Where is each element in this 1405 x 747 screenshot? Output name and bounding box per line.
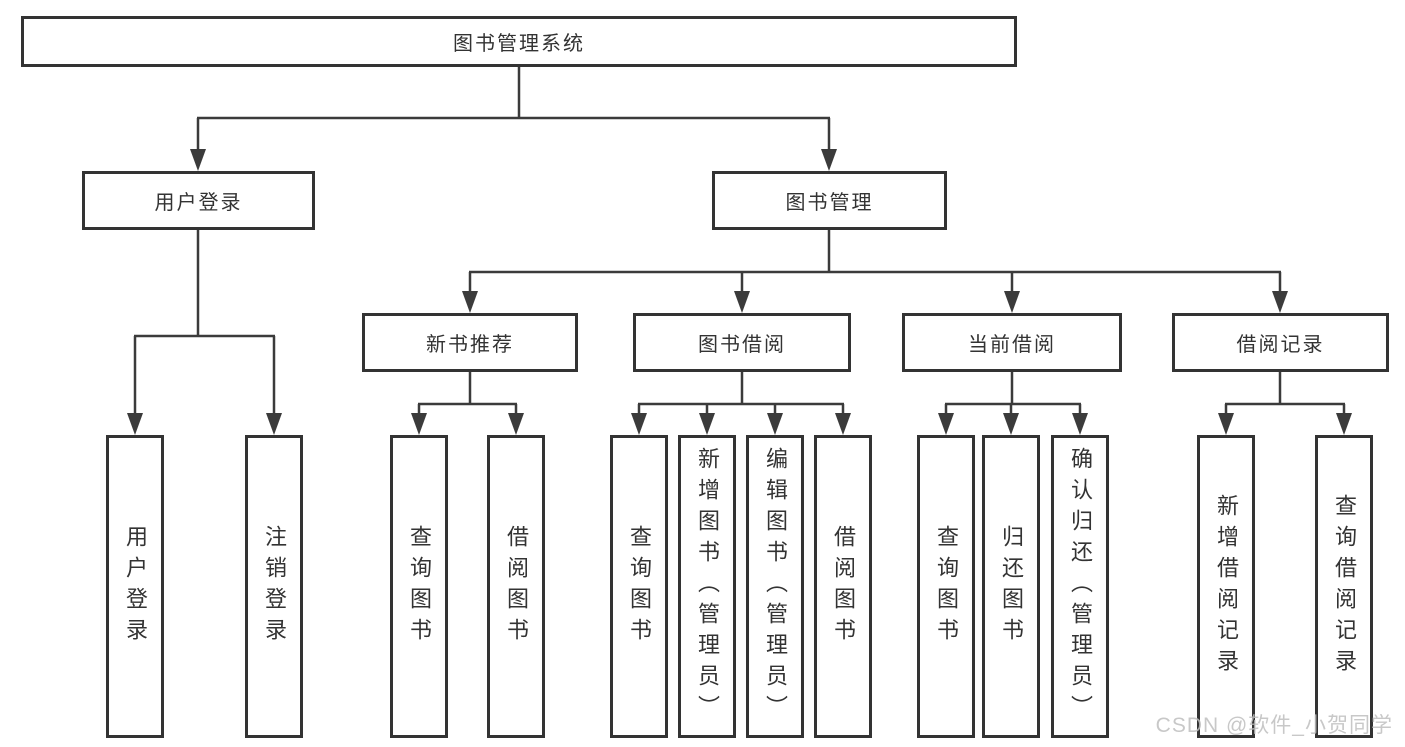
leaf-query-borrow-record: 查询借阅记录 <box>1315 435 1373 738</box>
leaf-label: 编辑图书（管理员） <box>763 447 788 726</box>
leaf-query-books-3: 查询图书 <box>917 435 975 738</box>
leaf-borrow-books-1: 借阅图书 <box>487 435 545 738</box>
leaf-user-login: 用户登录 <box>106 435 164 738</box>
arrowhead <box>1272 291 1288 313</box>
arrowhead <box>508 413 524 435</box>
arrowhead <box>1072 413 1088 435</box>
node-borrow-record: 借阅记录 <box>1172 313 1389 372</box>
node-book-borrow: 图书借阅 <box>633 313 851 372</box>
connector-user-login-branch <box>133 230 276 417</box>
arrowhead <box>1004 291 1020 313</box>
arrowhead <box>821 149 837 171</box>
connector-book-borrow-branch <box>637 372 845 417</box>
arrowhead <box>190 149 206 171</box>
leaf-label: 借阅图书 <box>504 524 529 649</box>
node-new-book-recommend: 新书推荐 <box>362 313 578 372</box>
arrowhead <box>938 413 954 435</box>
leaf-label: 用户登录 <box>123 524 148 649</box>
arrowhead <box>411 413 427 435</box>
arrowhead <box>127 413 143 435</box>
node-system-root: 图书管理系统 <box>21 16 1017 67</box>
arrowhead <box>767 413 783 435</box>
leaf-label: 新增图书（管理员） <box>695 447 720 726</box>
leaf-edit-books-admin: 编辑图书（管理员） <box>746 435 804 738</box>
leaf-logout: 注销登录 <box>245 435 303 738</box>
connector-book-mgmt-branch <box>468 230 1282 296</box>
connector-new-book-branch <box>417 372 518 417</box>
leaf-label: 注销登录 <box>262 524 287 649</box>
leaf-label: 查询图书 <box>934 524 959 649</box>
leaf-label: 借阅图书 <box>831 524 856 649</box>
leaf-borrow-books-2: 借阅图书 <box>814 435 872 738</box>
leaf-add-books-admin: 新增图书（管理员） <box>678 435 736 738</box>
arrowhead <box>835 413 851 435</box>
arrowhead <box>1003 413 1019 435</box>
leaf-add-borrow-record: 新增借阅记录 <box>1197 435 1255 738</box>
arrowhead <box>1218 413 1234 435</box>
arrowhead <box>266 413 282 435</box>
leaf-label: 查询图书 <box>407 524 432 649</box>
leaf-query-books-1: 查询图书 <box>390 435 448 738</box>
leaf-label: 新增借阅记录 <box>1214 493 1239 680</box>
arrowhead <box>631 413 647 435</box>
arrowhead <box>734 291 750 313</box>
node-current-borrow: 当前借阅 <box>902 313 1122 372</box>
connector-borrow-record-branch <box>1224 372 1346 417</box>
leaf-query-books-2: 查询图书 <box>610 435 668 738</box>
leaf-label: 确认归还（管理员） <box>1068 447 1093 726</box>
leaf-label: 查询借阅记录 <box>1332 493 1357 680</box>
arrowhead <box>1336 413 1352 435</box>
leaf-label: 查询图书 <box>627 524 652 649</box>
connector-current-borrow-branch <box>944 372 1082 417</box>
arrowhead <box>699 413 715 435</box>
leaf-label: 归还图书 <box>999 524 1024 649</box>
arrowhead <box>462 291 478 313</box>
leaf-return-books: 归还图书 <box>982 435 1040 738</box>
node-user-login: 用户登录 <box>82 171 315 230</box>
node-book-management: 图书管理 <box>712 171 947 230</box>
connector-root-to-level2 <box>196 67 831 154</box>
leaf-confirm-return-admin: 确认归还（管理员） <box>1051 435 1109 738</box>
